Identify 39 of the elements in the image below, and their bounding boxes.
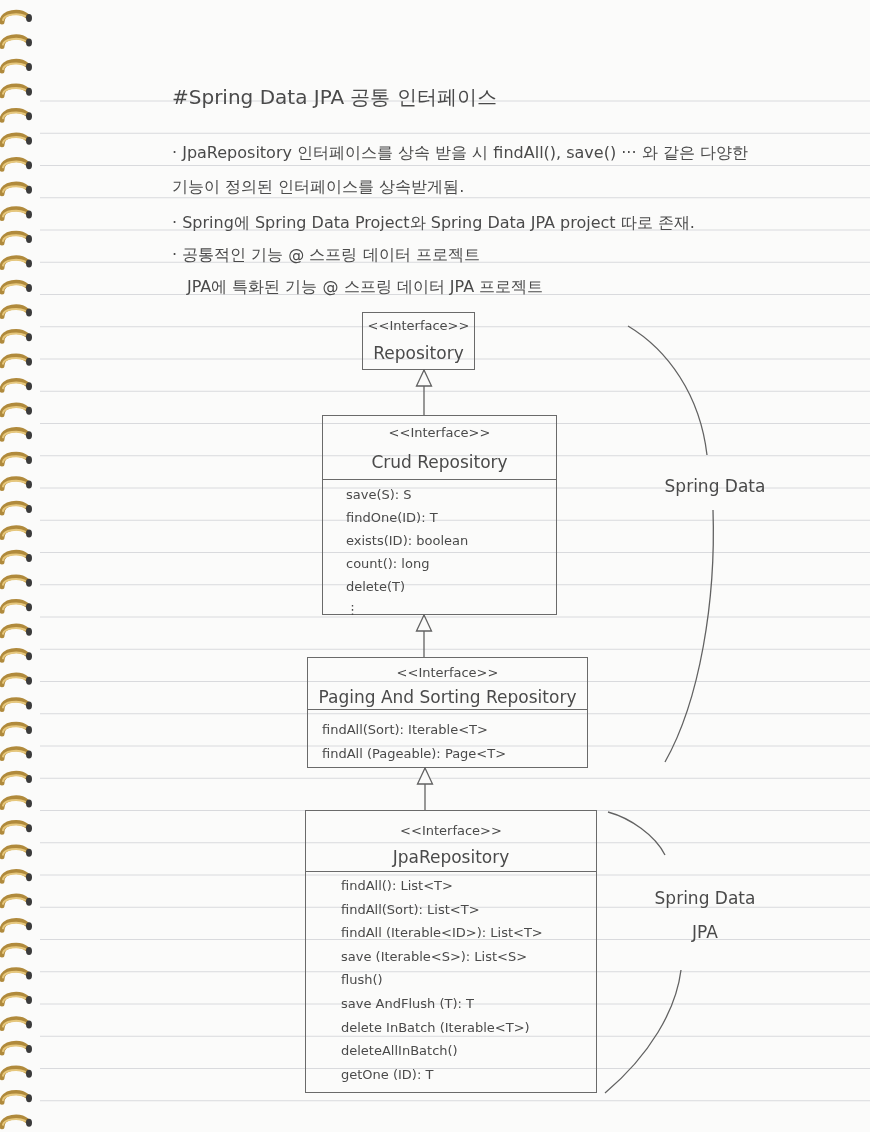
method-signature: delete(T): [346, 578, 406, 596]
method-signature: exists(ID): boolean: [346, 532, 469, 550]
class-name: Crud Repository: [370, 451, 509, 474]
bracket-label: Spring Data: [663, 475, 767, 498]
class-name: Repository: [372, 342, 465, 365]
inheritance-arrow: [415, 369, 433, 416]
note-text: JPA에 특화된 기능 @ 스프링 데이터 JPA 프로젝트: [187, 276, 545, 298]
bracket-label: Spring Data JPA: [653, 887, 757, 944]
stereotype-label: <<Interface>>: [387, 424, 492, 442]
method-signature: count(): long: [346, 555, 430, 573]
method-signature: flush(): [341, 971, 383, 990]
page-title: #Spring Data JPA 공통 인터페이스: [172, 84, 497, 111]
interface-box: [305, 810, 597, 1093]
method-signature: save(S): S: [346, 486, 412, 504]
method-signature: findAll(Sort): List<T>: [341, 900, 480, 919]
method-signature: findAll(): List<T>: [341, 877, 453, 895]
stereotype-label: <<Interface>>: [366, 317, 471, 335]
class-name: Paging And Sorting Repository: [317, 686, 578, 709]
note-text: · Spring에 Spring Data Project와 Spring Data JPA project 따로 존재.: [172, 212, 696, 234]
inheritance-arrow: [415, 614, 433, 658]
stereotype-label: <<Interface>>: [395, 664, 500, 682]
inheritance-arrow: [416, 767, 434, 811]
interface-box: [362, 312, 475, 370]
interface-box: [307, 657, 588, 768]
class-name: JpaRepository: [391, 846, 511, 869]
interface-box: [322, 415, 557, 615]
stereotype-label: <<Interface>>: [399, 822, 503, 840]
method-signature: findOne(ID): T: [346, 509, 438, 527]
note-text: · JpaRepository 인터페이스를 상속 받을 시 findAll(), save() ··· 와 같은 다양한 기능이 정의된 인터페이스를 상속받게됨.: [172, 142, 749, 198]
method-signature: getOne (ID): T: [341, 1065, 434, 1084]
method-signature: findAll (Iterable<ID>): List<T>: [341, 924, 543, 943]
note-text: · 공통적인 기능 @ 스프링 데이터 프로젝트: [172, 244, 481, 266]
method-signature: findAll (Pageable): Page<T>: [322, 745, 507, 763]
method-signature: save AndFlush (T): T: [341, 994, 474, 1013]
method-signature: deleteAllInBatch(): [341, 1042, 458, 1061]
method-signature: delete InBatch (Iterable<T>): [341, 1018, 530, 1037]
method-signature: ⋮: [346, 601, 359, 619]
method-signature: save (Iterable<S>): List<S>: [341, 947, 528, 966]
method-signature: findAll(Sort): Iterable<T>: [322, 721, 488, 739]
